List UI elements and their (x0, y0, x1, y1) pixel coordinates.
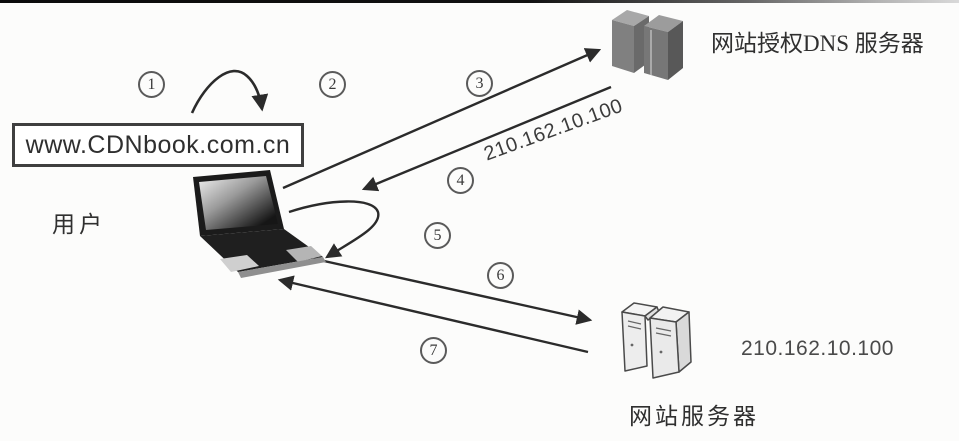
arrow-step6-http-request (314, 257, 593, 325)
arrow-step2-3-dns-query (282, 48, 602, 190)
url-box: www.CDNbook.com.cn (12, 123, 304, 167)
dns-server-icon (612, 10, 683, 80)
user-label: 用户 (52, 212, 106, 237)
step-circle-2: 2 (319, 71, 346, 98)
top-edge-artifact (0, 0, 959, 3)
web-server-label: 网站服务器 (629, 404, 759, 429)
url-text: www.CDNbook.com.cn (25, 130, 291, 159)
dns-server-label: 网站授权DNS 服务器 (711, 31, 924, 56)
arrow-step7-http-response (277, 275, 589, 354)
step-circle-3: 3 (466, 70, 493, 97)
step-circle-1: 1 (138, 71, 165, 98)
arrow-step4-dns-response (361, 85, 612, 192)
web-server-ip-label: 210.162.10.100 (741, 337, 894, 360)
arrow-step5-local-loop (288, 200, 380, 259)
step-circle-6: 6 (487, 262, 514, 289)
step-circle-5: 5 (424, 222, 451, 249)
laptop-icon (193, 170, 326, 278)
step-circle-7: 7 (420, 337, 447, 364)
arrow-step1-browser-request (190, 69, 269, 114)
web-server-icon (621, 302, 692, 379)
step-circle-4: 4 (447, 167, 474, 194)
